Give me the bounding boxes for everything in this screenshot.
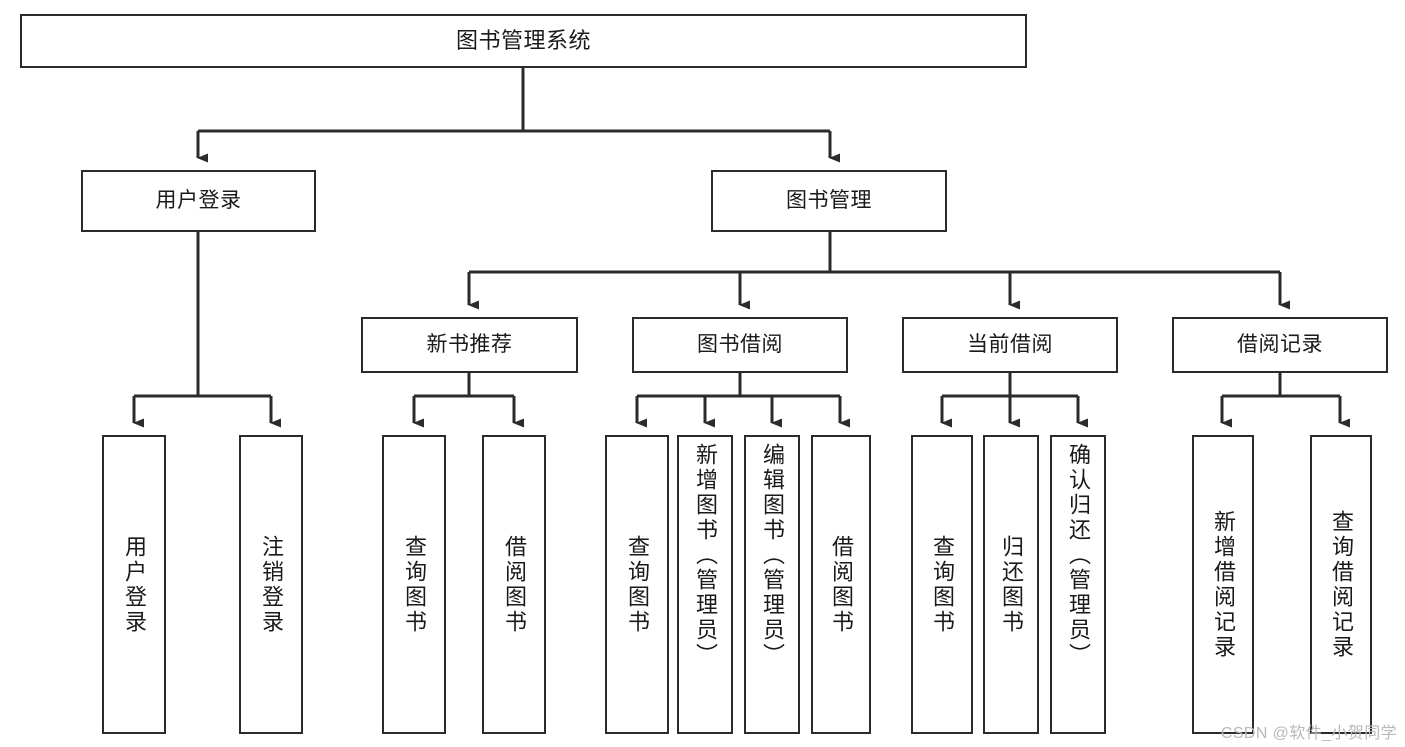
- node-label: 查询图书: [930, 534, 955, 635]
- node-book-management[interactable]: 图书管理: [711, 170, 947, 232]
- leaf-new-book-query-book[interactable]: 查询图书: [382, 435, 446, 734]
- node-borrow-record[interactable]: 借阅记录: [1172, 317, 1388, 373]
- node-label: 新增图书（管理员）: [693, 443, 718, 668]
- node-label: 当前借阅: [967, 333, 1053, 357]
- leaf-record-add-record[interactable]: 新增借阅记录: [1192, 435, 1254, 734]
- node-label: 用户登录: [155, 189, 242, 213]
- node-label: 图书借阅: [697, 333, 783, 357]
- node-label: 查询图书: [625, 534, 650, 635]
- node-label: 借阅记录: [1237, 333, 1323, 357]
- node-label: 借阅图书: [829, 534, 854, 635]
- leaf-borrow-query-book[interactable]: 查询图书: [605, 435, 669, 734]
- watermark-text: CSDN @软件_小贺同学: [1220, 725, 1397, 742]
- leaf-user-login-login[interactable]: 用户登录: [102, 435, 166, 734]
- node-label: 借阅图书: [502, 534, 527, 635]
- node-current-borrow[interactable]: 当前借阅: [902, 317, 1118, 373]
- node-label: 确认归还（管理员）: [1066, 443, 1091, 668]
- node-label: 归还图书: [999, 534, 1024, 635]
- leaf-borrow-edit-book-admin[interactable]: 编辑图书（管理员）: [744, 435, 800, 734]
- leaf-current-return-book[interactable]: 归还图书: [983, 435, 1039, 734]
- leaf-user-login-logout[interactable]: 注销登录: [239, 435, 303, 734]
- node-label: 图书管理系统: [455, 27, 591, 53]
- node-label: 用户登录: [122, 534, 147, 635]
- node-book-borrow[interactable]: 图书借阅: [632, 317, 848, 373]
- node-root-library-system[interactable]: 图书管理系统: [20, 14, 1027, 68]
- node-label: 查询借阅记录: [1329, 509, 1354, 660]
- node-label: 新增借阅记录: [1211, 509, 1236, 660]
- leaf-borrow-add-book-admin[interactable]: 新增图书（管理员）: [677, 435, 733, 734]
- node-label: 注销登录: [259, 534, 284, 635]
- node-user-login[interactable]: 用户登录: [81, 170, 316, 232]
- leaf-new-book-borrow-book[interactable]: 借阅图书: [482, 435, 546, 734]
- leaf-record-query-record[interactable]: 查询借阅记录: [1310, 435, 1372, 734]
- node-label: 查询图书: [402, 534, 427, 635]
- node-label: 图书管理: [786, 189, 872, 213]
- node-label: 新书推荐: [426, 333, 513, 357]
- leaf-current-confirm-return-admin[interactable]: 确认归还（管理员）: [1050, 435, 1106, 734]
- node-new-book-recommend[interactable]: 新书推荐: [361, 317, 578, 373]
- leaf-current-query-book[interactable]: 查询图书: [911, 435, 973, 734]
- leaf-borrow-borrow-book[interactable]: 借阅图书: [811, 435, 871, 734]
- node-label: 编辑图书（管理员）: [760, 443, 785, 668]
